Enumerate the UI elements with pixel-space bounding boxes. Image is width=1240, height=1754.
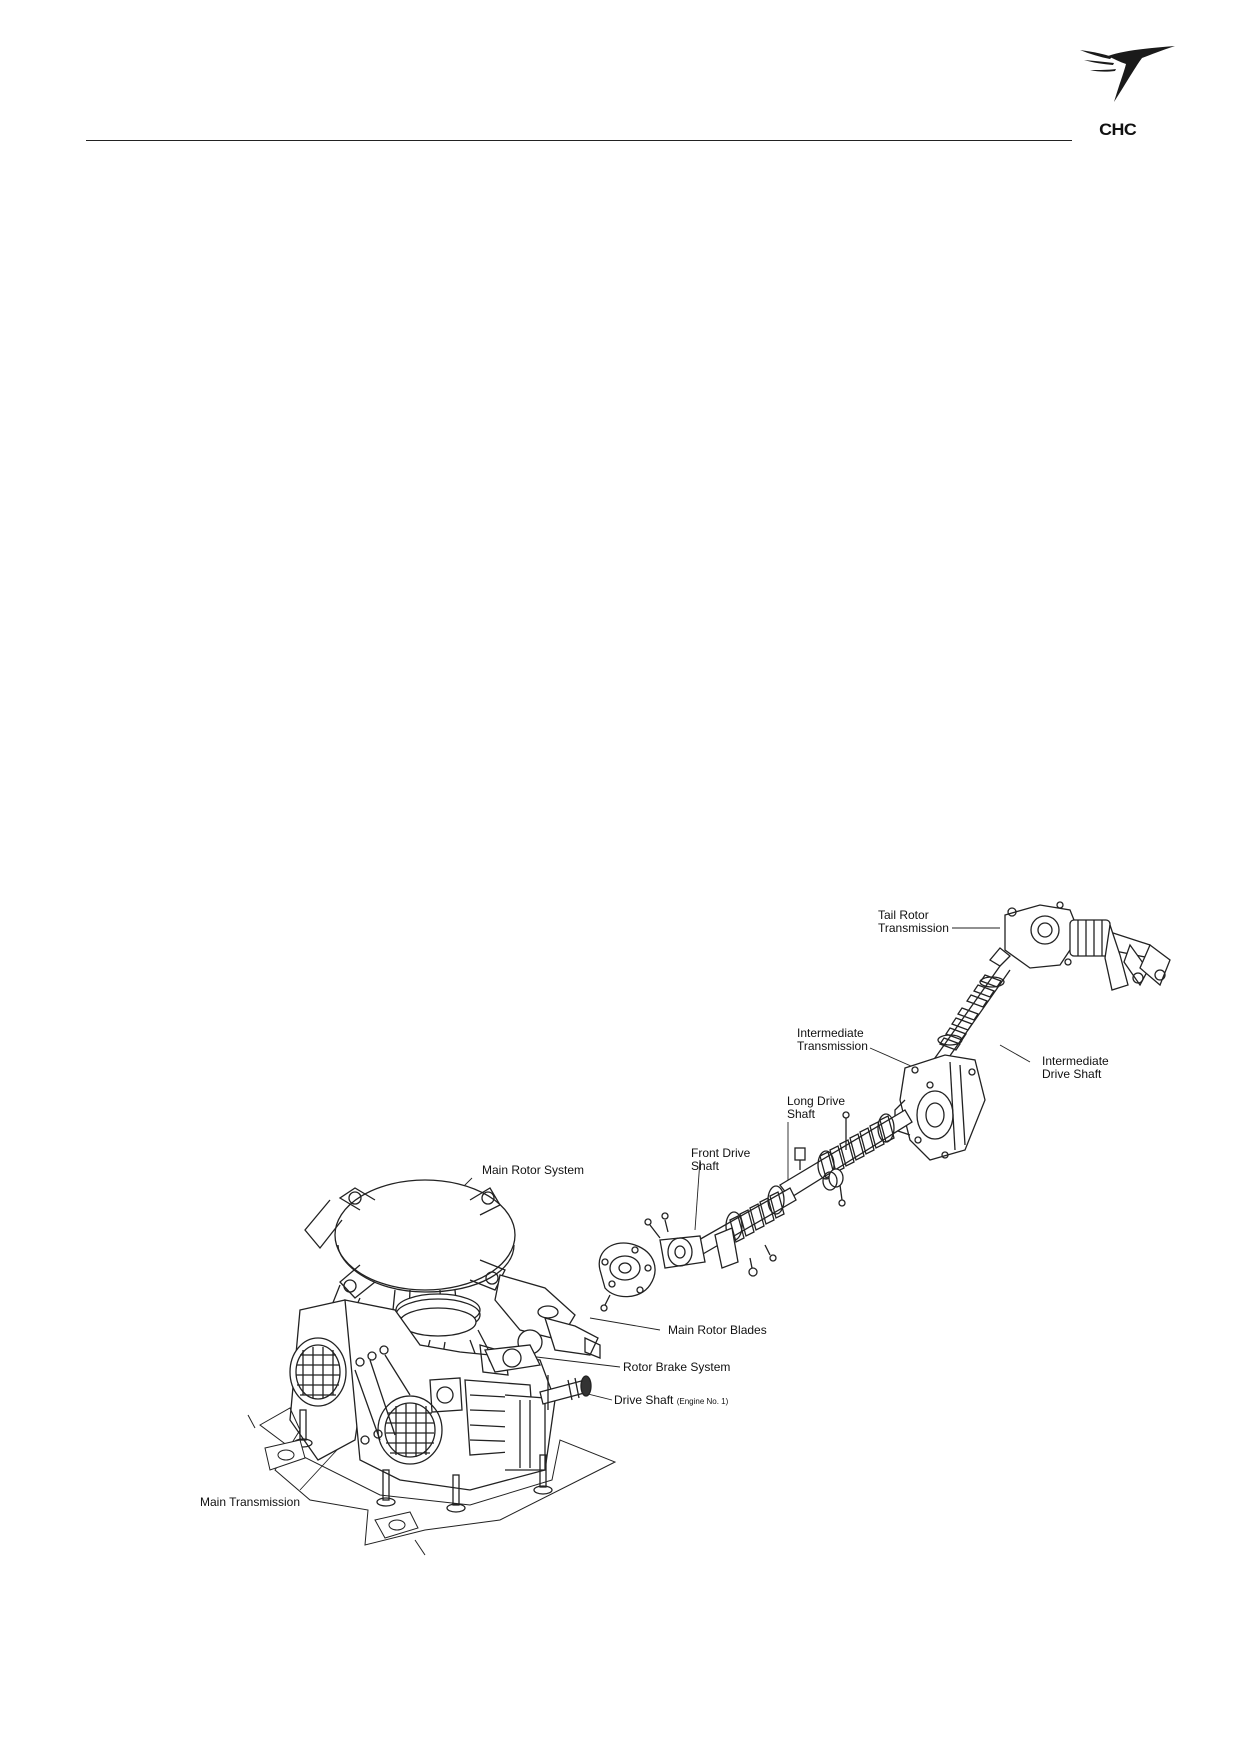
intermediate-drive-shaft (929, 965, 1011, 1071)
main-rotor-blades (304, 1199, 601, 1359)
forward-coupling (598, 1212, 706, 1312)
logo-text: CHC (1099, 120, 1137, 139)
label-main-transmission: Main Transmission (200, 1495, 301, 1509)
main-transmission (289, 1299, 556, 1491)
label-main-rotor-blades: Main Rotor Blades (668, 1323, 767, 1337)
header-rule (86, 140, 1072, 141)
transmission-mounts (293, 1409, 553, 1513)
label-intermediate-transmission: Intermediate Transmission (797, 1026, 868, 1053)
front-drive-shaft (689, 1185, 797, 1277)
engine-drive-shaft (539, 1375, 592, 1410)
label-main-rotor-system: Main Rotor System (482, 1163, 585, 1177)
label-front-drive-shaft: Front Drive Shaft (691, 1146, 751, 1173)
label-intermediate-drive-shaft: Intermediate Drive Shaft (1042, 1054, 1109, 1081)
long-drive-shaft (779, 1109, 913, 1207)
tail-rotor-transmission (989, 901, 1171, 991)
hummingbird-logo-icon (1080, 46, 1175, 102)
label-long-drive-shaft: Long Drive Shaft (787, 1094, 846, 1121)
label-drive-shaft: Drive Shaft (Engine No. 1) (614, 1393, 729, 1407)
label-tail-rotor-transmission: Tail Rotor Transmission (878, 908, 949, 935)
intermediate-transmission (894, 1054, 986, 1161)
label-rotor-brake-system: Rotor Brake System (623, 1360, 731, 1374)
rotor-brake-system (484, 1344, 541, 1373)
floor-panels (247, 1407, 617, 1556)
